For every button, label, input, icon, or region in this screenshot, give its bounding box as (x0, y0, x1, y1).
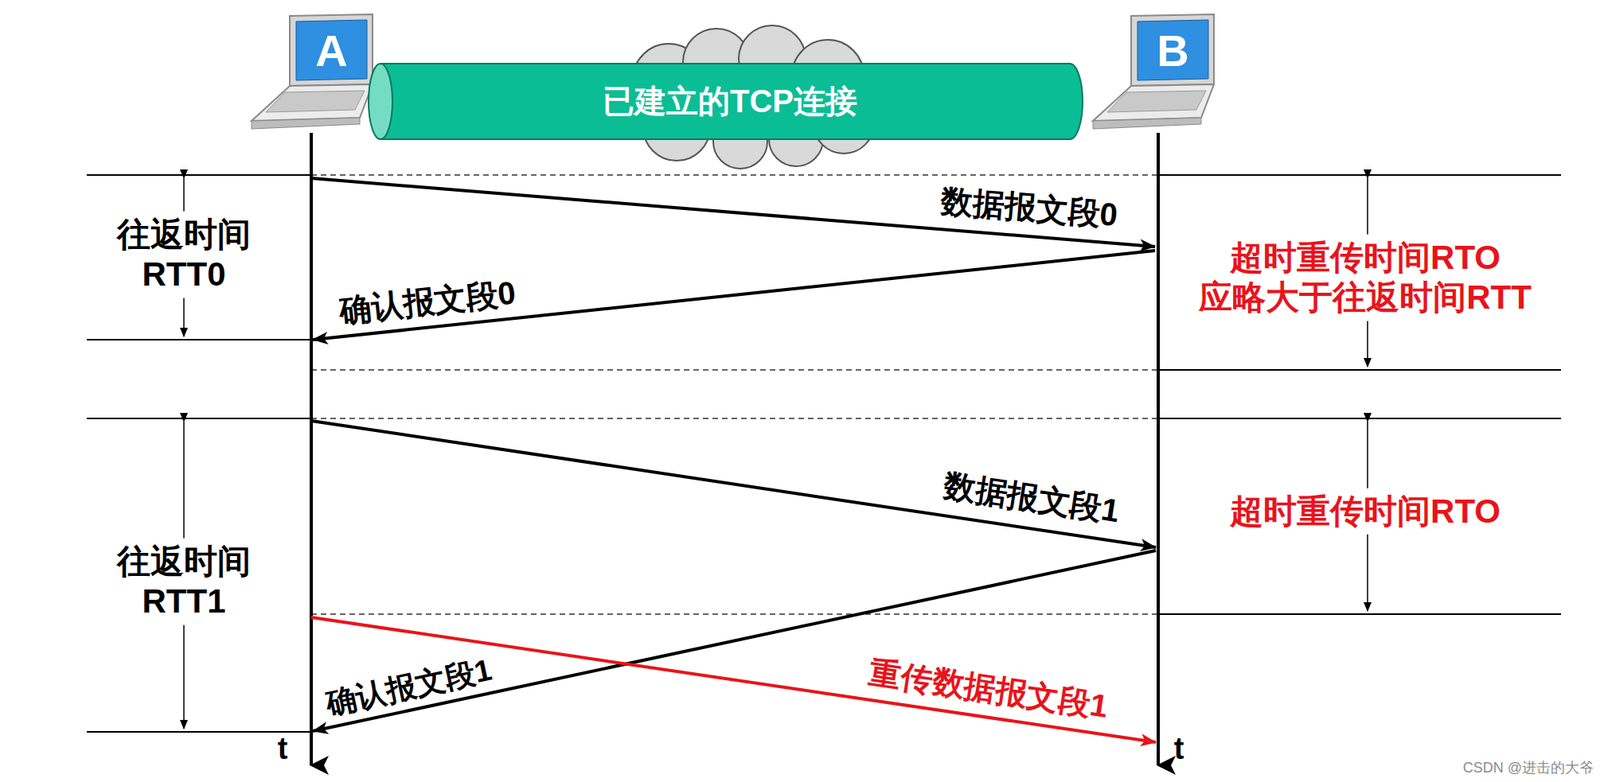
rtt-label: 往返时间 RTT0 (102, 211, 266, 299)
ack-label: 确认报文段1 (323, 652, 496, 724)
time-axis-label: t (1174, 731, 1185, 769)
tcp-connection: 已建立的TCP连接 (367, 62, 1085, 141)
rto-label: 超时重传时间RTO (1228, 488, 1503, 535)
rtt-label: 往返时间 RTT1 (102, 538, 266, 626)
segment-label: 数据报文段0 (939, 181, 1119, 235)
host-laptop: A (248, 12, 376, 133)
connection-label: 已建立的TCP连接 (602, 79, 858, 124)
segment-arrows (311, 178, 1156, 743)
host-name: A (315, 24, 348, 77)
retransmit-label: 重传数据报文段1 (866, 652, 1111, 726)
host-name: B (1156, 24, 1189, 77)
time-axis (311, 132, 1159, 766)
laptop-icon (1089, 12, 1218, 133)
dashed-lines (311, 175, 1159, 615)
laptop-icon (248, 12, 376, 133)
rto-note: 超时重传时间RTO 应略大于往返时间RTT (1172, 234, 1558, 322)
guide-lines (86, 175, 1561, 733)
watermark: CSDN @进击的大爷 (1463, 760, 1594, 778)
host-laptop: B (1089, 12, 1218, 133)
time-axis-label: t (277, 731, 289, 769)
